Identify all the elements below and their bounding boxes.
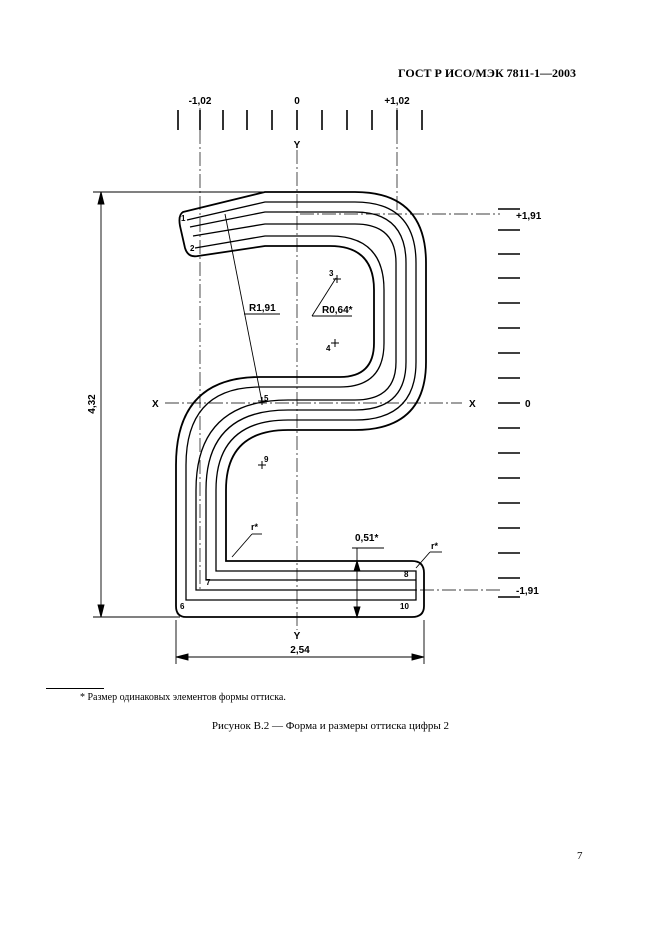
radius-small-label: R0,64*	[322, 305, 353, 316]
digit-inner-contours	[185, 201, 417, 601]
axis-x-left-label: X	[152, 399, 159, 410]
point-label-6: 6	[180, 602, 185, 611]
width-dimension-label: 2,54	[290, 645, 310, 656]
top-label-center: 0	[294, 96, 300, 107]
point-label-7: 7	[206, 578, 211, 587]
top-ticks	[177, 110, 423, 130]
point-label-3: 3	[329, 269, 334, 278]
radius-large-label: R1,91	[249, 303, 276, 314]
point-markers	[258, 275, 341, 469]
point-label-8: 8	[404, 570, 409, 579]
axis-x-right-label: X	[469, 399, 476, 410]
right-label-zero: 0	[525, 399, 531, 410]
point-label-1: 1	[181, 214, 186, 223]
stroke-width-label: 0,51*	[355, 533, 378, 544]
right-label-top: +1,91	[516, 211, 542, 222]
figure-caption: Рисунок В.2 — Форма и размеры оттиска ци…	[211, 720, 450, 732]
axis-y-top-label: Y	[294, 140, 301, 151]
point-label-2: 2	[190, 244, 195, 253]
right-label-bottom: -1,91	[516, 586, 539, 597]
radius-leaders	[224, 213, 442, 569]
footnote-rule	[46, 688, 104, 689]
point-label-10: 10	[400, 602, 409, 611]
point-label-4: 4	[326, 344, 331, 353]
point-label-5: 5	[264, 394, 269, 403]
top-label-left: -1,02	[189, 96, 212, 107]
height-dimension-label: 4,32	[87, 394, 98, 414]
axis-y-bottom-label: Y	[294, 631, 301, 642]
width-dimension	[175, 620, 425, 664]
right-ticks	[498, 208, 520, 598]
corner-radius-outer-label: r*	[431, 541, 439, 551]
page-header: ГОСТ Р ИСО/МЭК 7811-1—2003	[398, 66, 576, 80]
digit-outer-outline	[175, 191, 427, 618]
reference-lines	[165, 108, 500, 630]
page-number: 7	[577, 850, 583, 862]
top-label-right: +1,02	[384, 96, 410, 107]
footnote: * Размер одинаковых элементов формы отти…	[80, 692, 286, 703]
stroke-width-dimension	[352, 547, 384, 619]
point-label-9: 9	[264, 455, 269, 464]
height-dimension	[93, 191, 265, 618]
corner-radius-inner-label: r*	[251, 522, 259, 532]
